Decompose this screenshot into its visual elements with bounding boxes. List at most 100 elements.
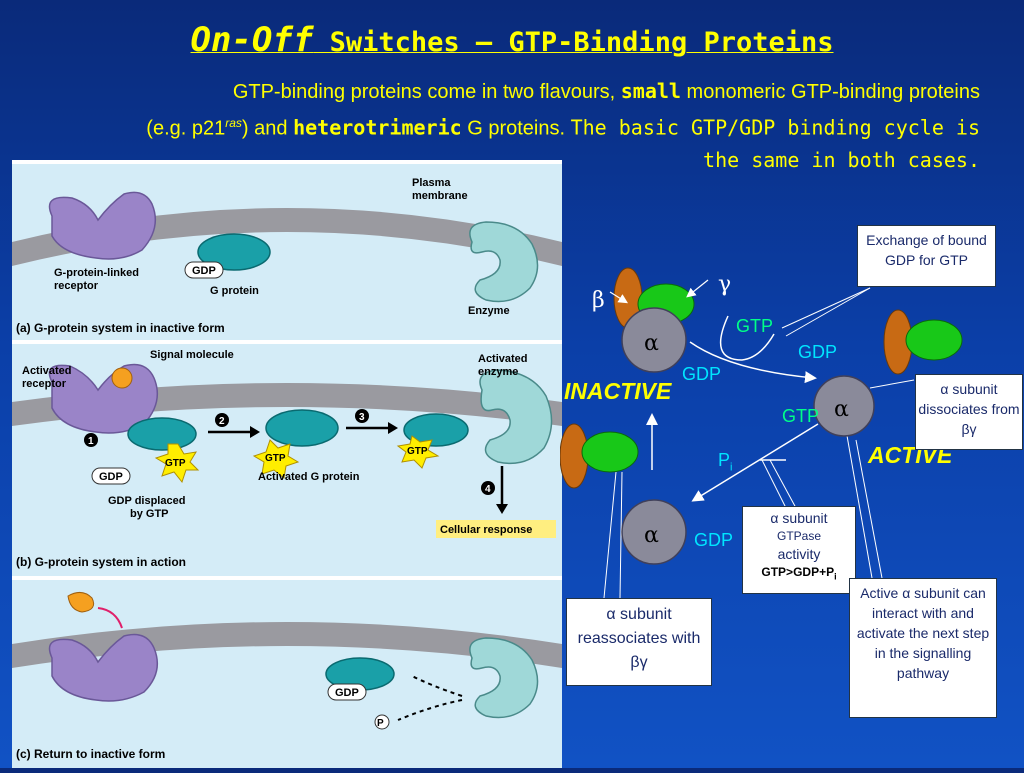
gtp-burst-1	[154, 443, 200, 484]
return-dashed-arrow-1	[411, 675, 463, 697]
alpha-subunit-active	[813, 375, 875, 437]
intro-line1-c: monomeric GTP-binding proteins	[680, 81, 980, 103]
beta-pointer	[609, 291, 629, 304]
leader-active-2	[855, 439, 883, 579]
dissociates-callout: α subunit dissociates from βγ	[915, 374, 1023, 450]
receptor-shape	[48, 191, 157, 260]
gamma-label: γ	[718, 272, 732, 297]
step3-label: 3	[359, 412, 365, 423]
leader-exchange-2	[785, 287, 871, 337]
gdp-pill-c	[327, 683, 367, 701]
released-signal-molecule	[67, 592, 95, 613]
cellular-response-box	[436, 520, 556, 538]
title-rest: Switches – GTP-Binding Proteins	[313, 27, 834, 58]
intro-line2-a: (e.g. p21	[146, 117, 226, 140]
panel-c-caption: (c) Return to inactive form	[16, 747, 165, 761]
intro-line2-e: The basic GTP/GDP binding cycle is	[570, 115, 980, 140]
panel-b-caption: (b) G-protein system in action	[16, 555, 186, 569]
alpha-label-inactive: α	[644, 331, 659, 356]
signal-molecule-shape	[111, 367, 133, 389]
enzyme-shape-c	[469, 637, 539, 719]
gtp-burst-3	[396, 435, 440, 469]
leader-active-1	[845, 429, 873, 579]
gtp-label-top: GTP	[736, 316, 774, 336]
step1-marker	[84, 433, 98, 447]
arrow-step4-head	[496, 504, 508, 514]
step2-label: 2	[219, 416, 225, 427]
intro-small: small	[620, 79, 681, 103]
gtpase-line-4-sub: i	[834, 571, 837, 582]
receptor-label-2: receptor	[54, 280, 99, 292]
gtp-label-b1: GTP	[165, 458, 186, 469]
leader-gtpase-2	[769, 459, 797, 509]
leader-gtpase-1	[761, 459, 787, 509]
title-main: On-Off	[190, 20, 314, 60]
intro-heterotrimeric: heterotrimeric	[293, 115, 462, 140]
gamma-pointer	[686, 279, 709, 298]
release-arrow	[97, 607, 123, 629]
gdp-pill-b	[91, 467, 131, 485]
pi-label-main: P	[718, 450, 731, 470]
pi-label-cycle: Pi	[718, 450, 732, 474]
gamma-subunit-bottom	[581, 431, 639, 473]
panel-c-drawing: GDP P (c) Return to inactive form	[12, 592, 562, 761]
leader-dissociates	[869, 379, 915, 389]
gdp-displaced-label-1: GDP displaced	[108, 495, 185, 507]
activated-enzyme-label-2: enzyme	[478, 366, 518, 378]
gtpase-line-4-main: GTP>GDP+P	[761, 565, 835, 579]
step2-marker	[215, 413, 229, 427]
inactive-state-label: INACTIVE	[564, 378, 672, 404]
intro-ras: ras	[225, 116, 242, 130]
alpha-subunit-bottom	[621, 499, 687, 565]
intro-line1-a: GTP-binding proteins come in two flavour…	[232, 81, 621, 103]
panel-b-drawing: GTP GDP 1 2 GTP 3 GTP 4 Cellular	[12, 349, 562, 569]
gtp-burst-2	[252, 439, 300, 479]
alpha-label-active: α	[834, 397, 849, 422]
pi-label-sub: i	[730, 461, 733, 474]
exchange-callout: Exchange of bound GDP for GTP	[857, 225, 996, 287]
gtp-label-active: GTP	[782, 406, 820, 426]
gtpase-callout: α subunit GTPase activity GTP>GDP+Pi	[742, 506, 856, 594]
gtp-label-b2: GTP	[265, 453, 286, 464]
signal-molecule-label: Signal molecule	[150, 349, 234, 361]
gtpase-line-1: α subunit	[770, 510, 828, 526]
plasma-membrane-label-1: Plasma	[412, 177, 451, 189]
g-protein-figure: GDP Plasma membrane G-protein-linked rec…	[12, 160, 562, 768]
intro-text: GTP-binding proteins come in two flavour…	[30, 76, 980, 177]
panel-a-caption: (a) G-protein system in inactive form	[16, 321, 225, 335]
gdp-displaced-label-2: by GTP	[130, 508, 169, 520]
leader-reassociates-2	[619, 471, 623, 599]
gdp-label-c: GDP	[335, 687, 359, 699]
gdp-label-bottom: GDP	[694, 530, 734, 550]
arrow-inactive-to-active	[689, 341, 817, 384]
enzyme-shape	[469, 221, 539, 303]
panel-a-drawing: GDP Plasma membrane G-protein-linked rec…	[12, 177, 562, 335]
activated-g-protein-label: Activated G protein	[258, 471, 360, 483]
panel-b: GTP GDP 1 2 GTP 3 GTP 4 Cellular	[12, 344, 562, 576]
gdp-label-top: GDP	[798, 342, 838, 362]
gamma-subunit-active	[905, 319, 963, 361]
activated-g-protein-shape	[265, 409, 339, 447]
plasma-membrane-label-2: membrane	[412, 190, 468, 202]
gtp-cycle-diagram: α α α	[560, 267, 963, 599]
pi-circle	[374, 714, 390, 730]
pi-label: P	[377, 718, 384, 729]
g-protein-shape	[197, 233, 271, 271]
leader-reassociates-1	[603, 471, 617, 599]
gdp-gtp-exchange-curve	[719, 315, 775, 361]
receptor-label-1: G-protein-linked	[54, 267, 139, 279]
arrow-step2-head	[250, 426, 260, 438]
gtpase-line-3: activity	[777, 546, 821, 562]
gtp-label-b3: GTP	[407, 446, 428, 457]
enzyme-label: Enzyme	[468, 305, 510, 317]
gdp-label-inactive: GDP	[682, 364, 722, 384]
beta-label: β	[592, 288, 605, 313]
step4-label: 4	[485, 484, 491, 495]
alpha-label-bottom: α	[644, 523, 659, 548]
leader-exchange-1	[781, 287, 871, 329]
step4-marker	[481, 481, 495, 495]
intro-line3: the same in both cases.	[703, 147, 980, 172]
activated-enzyme-shape	[479, 369, 553, 465]
step3-marker	[355, 409, 369, 423]
reassociates-callout: α subunit reassociates with βγ	[566, 598, 712, 686]
